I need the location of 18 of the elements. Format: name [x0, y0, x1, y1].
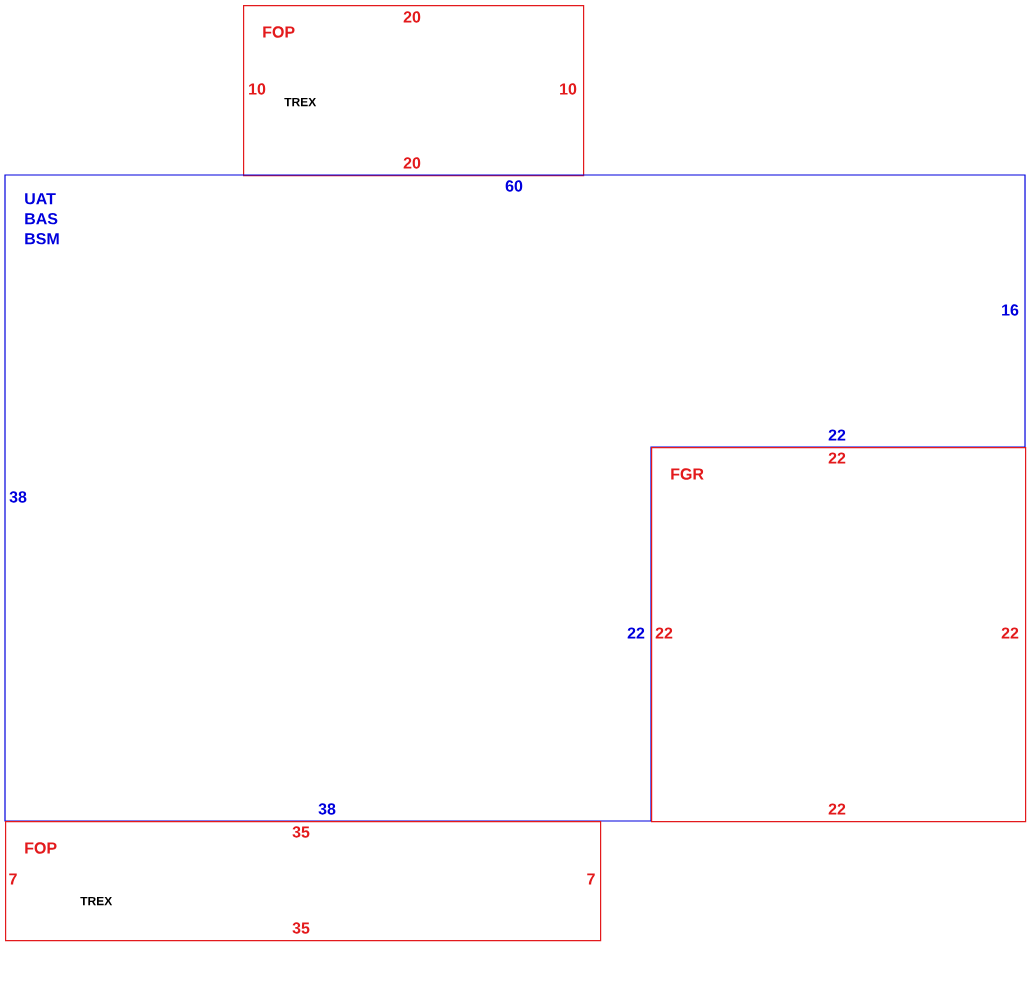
dimension-label: 10	[249, 83, 266, 95]
dimension-label: 16	[1002, 304, 1019, 316]
dimension-label: 22	[655, 627, 673, 639]
dimension-label: 38	[318, 803, 336, 815]
dimension-label: 22	[828, 803, 846, 815]
dimension-label: 20	[403, 157, 421, 169]
dimension-label: 22	[1001, 627, 1019, 639]
dimension-label: 7	[9, 873, 17, 885]
dimension-label: 35	[292, 826, 310, 838]
dimension-label: 22	[828, 452, 846, 464]
dimension-label: 60	[505, 180, 523, 192]
dimension-label: 35	[292, 922, 310, 934]
dimension-label: 7	[587, 873, 595, 885]
dimension-label: 22	[828, 429, 846, 441]
dimension-label: 20	[403, 11, 421, 23]
dimension-label: 10	[560, 83, 577, 95]
dimension-label: 38	[9, 491, 27, 503]
dimension-label: 22	[627, 627, 645, 639]
